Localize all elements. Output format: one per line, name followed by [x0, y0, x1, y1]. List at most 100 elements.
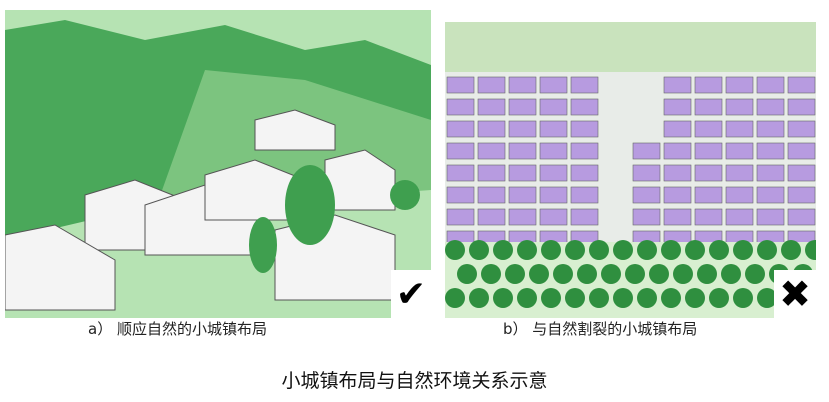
building-block: [694, 186, 723, 204]
building-block: [632, 186, 661, 204]
tree: [541, 288, 561, 308]
building-block: [725, 98, 754, 116]
building-block: [787, 208, 816, 226]
building-block: [663, 76, 692, 94]
building-block: [446, 186, 475, 204]
tree: [445, 240, 465, 260]
building-block: [725, 142, 754, 160]
building-block: [787, 98, 816, 116]
tree: [577, 264, 597, 284]
building-block: [694, 208, 723, 226]
building-block: [632, 142, 661, 160]
building-block: [694, 98, 723, 116]
building-block: [725, 164, 754, 182]
building-block: [787, 164, 816, 182]
building-block: [477, 98, 506, 116]
building-block: [539, 76, 568, 94]
building-block: [787, 142, 816, 160]
building-block: [446, 76, 475, 94]
building-block: [663, 208, 692, 226]
caption-a: a） 顺应自然的小城镇布局: [88, 320, 267, 338]
tree: [457, 264, 477, 284]
building-block: [446, 142, 475, 160]
tree: [649, 264, 669, 284]
building-block: [725, 120, 754, 138]
building-block: [508, 142, 537, 160]
tree: [709, 288, 729, 308]
tree: [685, 288, 705, 308]
building-block: [446, 120, 475, 138]
building-block: [787, 120, 816, 138]
tree: [469, 288, 489, 308]
building-block: [632, 208, 661, 226]
building-block: [756, 142, 785, 160]
building-block: [539, 142, 568, 160]
tree: [553, 264, 573, 284]
illustration-natural-town: ✔: [5, 10, 431, 318]
natural-town-drawing: [5, 10, 431, 318]
building-block: [756, 120, 785, 138]
building-block: [570, 208, 599, 226]
building-block: [539, 98, 568, 116]
building-block: [694, 120, 723, 138]
building-block: [508, 208, 537, 226]
x-icon: ✖: [774, 270, 816, 318]
tree: [661, 240, 681, 260]
divided-town-drawing: [445, 22, 816, 318]
building-block: [725, 186, 754, 204]
building-block: [694, 164, 723, 182]
building-block: [539, 164, 568, 182]
tree: [697, 264, 717, 284]
tree: [733, 288, 753, 308]
tree: [505, 264, 525, 284]
building-block: [539, 208, 568, 226]
building-block: [663, 120, 692, 138]
tree: [625, 264, 645, 284]
building-block: [663, 186, 692, 204]
check-icon: ✔: [391, 270, 431, 318]
figure-title: 小城镇布局与自然环境关系示意: [281, 370, 548, 392]
building-block: [632, 164, 661, 182]
building-block: [477, 142, 506, 160]
building-block: [663, 98, 692, 116]
illustration-divided-town: ✖: [445, 22, 816, 318]
building-block: [756, 164, 785, 182]
building-block: [477, 76, 506, 94]
building-block: [570, 142, 599, 160]
tree: [517, 288, 537, 308]
tree: [481, 264, 501, 284]
tree: [517, 240, 537, 260]
tree: [661, 288, 681, 308]
building-block: [508, 76, 537, 94]
building-block: [539, 120, 568, 138]
tree: [613, 240, 633, 260]
tree: [637, 240, 657, 260]
building-block: [570, 186, 599, 204]
building-block: [508, 98, 537, 116]
building-block: [508, 120, 537, 138]
building-block: [663, 142, 692, 160]
building-block: [756, 98, 785, 116]
building-block: [570, 76, 599, 94]
building-block: [663, 164, 692, 182]
tree: [565, 240, 585, 260]
tree: [529, 264, 549, 284]
building-block: [756, 208, 785, 226]
tree: [637, 288, 657, 308]
tree: [805, 240, 816, 260]
building-block: [477, 208, 506, 226]
building-block: [756, 186, 785, 204]
tree: [745, 264, 765, 284]
building-block: [477, 164, 506, 182]
tree: [493, 288, 513, 308]
building-block: [694, 76, 723, 94]
building-block: [508, 164, 537, 182]
tree: [757, 288, 777, 308]
tree: [781, 240, 801, 260]
building-block: [725, 208, 754, 226]
building-block: [446, 164, 475, 182]
tree: [565, 288, 585, 308]
building-block: [477, 120, 506, 138]
caption-b: b） 与自然割裂的小城镇布局: [503, 320, 698, 338]
tree: [685, 240, 705, 260]
